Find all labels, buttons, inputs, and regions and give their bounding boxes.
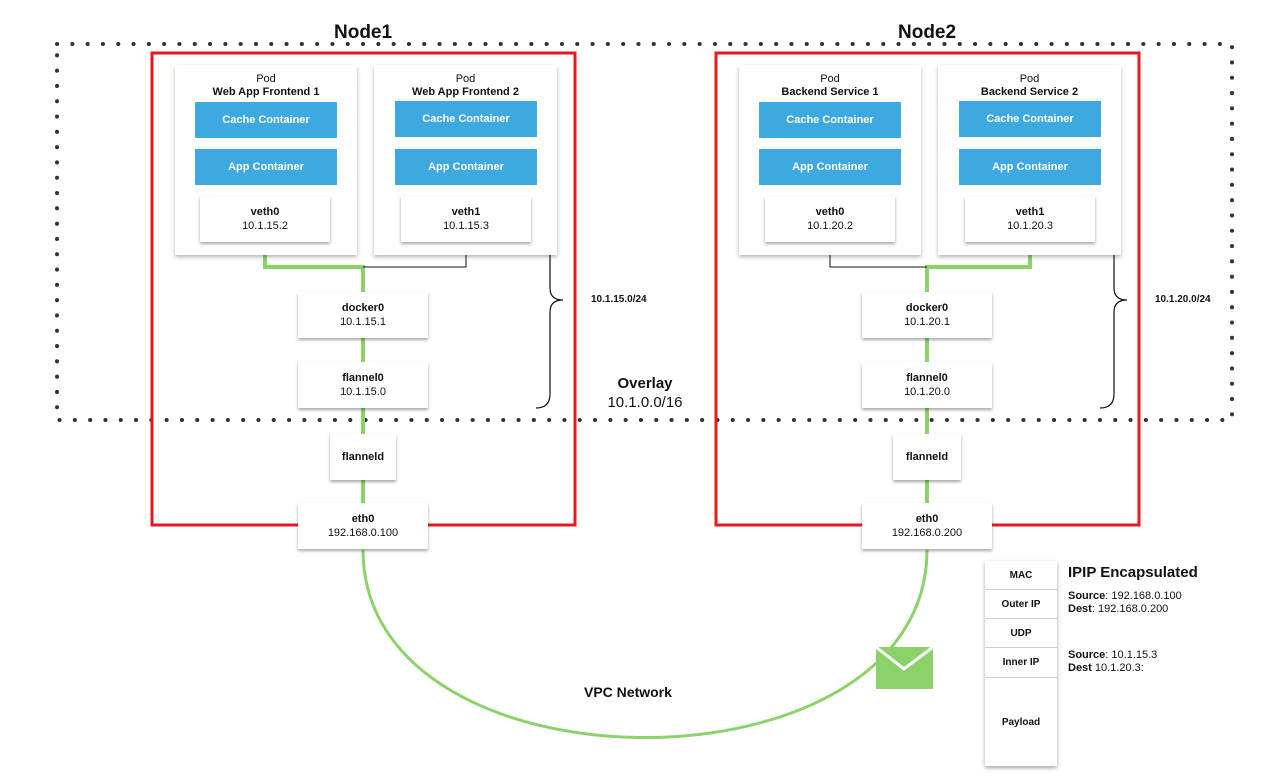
interface-name: flannel0 bbox=[342, 372, 384, 384]
interface-ip: 192.168.0.200 bbox=[891, 527, 963, 539]
packet-layer-mac: MAC bbox=[985, 561, 1057, 590]
veth-interface[interactable]: veth1 10.1.20.3 bbox=[965, 196, 1095, 242]
cache-container[interactable]: Cache Container bbox=[959, 101, 1101, 137]
app-container[interactable]: App Container bbox=[759, 149, 901, 185]
pod-name: Web App Frontend 1 bbox=[212, 86, 320, 98]
node2-flanneld[interactable]: flanneld bbox=[893, 434, 961, 480]
node2-title: Node2 bbox=[898, 22, 957, 43]
interface-ip: 10.1.20.1 bbox=[904, 316, 950, 328]
pod-label: Pod bbox=[820, 73, 840, 85]
envelope-icon bbox=[875, 645, 934, 689]
pod-name: Backend Service 2 bbox=[980, 86, 1079, 98]
veth-name: veth0 bbox=[250, 206, 280, 218]
node2-docker0[interactable]: docker0 10.1.20.1 bbox=[862, 292, 992, 338]
cache-container[interactable]: Cache Container bbox=[759, 102, 901, 138]
veth-interface[interactable]: veth0 10.1.15.2 bbox=[200, 196, 330, 242]
outer-dest-key: Dest bbox=[1068, 603, 1092, 615]
interface-ip: 10.1.15.1 bbox=[340, 316, 386, 328]
node2-subnet-label: 10.1.20.0/24 bbox=[1155, 294, 1211, 305]
inner-dest-value: 10.1.20.3: bbox=[1091, 662, 1144, 674]
vpc-network-label: VPC Network bbox=[584, 684, 672, 700]
pod-name: Web App Frontend 2 bbox=[412, 86, 519, 98]
interface-name: docker0 bbox=[341, 302, 385, 314]
pod-web-app-frontend-2[interactable]: Pod Web App Frontend 2 Cache Container A… bbox=[374, 65, 557, 255]
pod-name: Backend Service 1 bbox=[781, 86, 879, 98]
pod-backend-service-2[interactable]: Pod Backend Service 2 Cache Container Ap… bbox=[938, 65, 1121, 255]
interface-name: eth0 bbox=[915, 513, 939, 525]
veth-ip: 10.1.15.3 bbox=[443, 220, 489, 232]
pod-backend-service-1[interactable]: Pod Backend Service 1 Cache Container Ap… bbox=[739, 65, 921, 255]
veth-ip: 10.1.20.2 bbox=[807, 220, 853, 232]
outer-source-value: : 192.168.0.100 bbox=[1105, 590, 1182, 602]
node1-flannel0[interactable]: flannel0 10.1.15.0 bbox=[298, 362, 428, 408]
packet-layer-payload: Payload bbox=[1001, 716, 1041, 728]
pod-label: Pod bbox=[1019, 73, 1040, 85]
outer-source-key: Source bbox=[1068, 590, 1106, 602]
veth-name: veth1 bbox=[451, 206, 481, 218]
packet-layer-outer-ip: Outer IP bbox=[985, 590, 1057, 619]
packet-layer-inner-ip: Inner IP bbox=[985, 648, 1057, 678]
interface-ip: 10.1.15.0 bbox=[340, 386, 386, 398]
veth-name: veth0 bbox=[815, 206, 845, 218]
packet-layer-udp: UDP bbox=[985, 619, 1057, 648]
overlay-label: Overlay 10.1.0.0/16 bbox=[588, 374, 702, 412]
daemon-name: flanneld bbox=[341, 451, 385, 463]
node1-subnet-label: 10.1.15.0/24 bbox=[591, 294, 647, 305]
interface-ip: 10.1.20.0 bbox=[904, 386, 950, 398]
veth-interface[interactable]: veth0 10.1.20.2 bbox=[765, 196, 895, 242]
cache-container[interactable]: Cache Container bbox=[395, 101, 537, 137]
overlay-title: Overlay bbox=[617, 375, 673, 392]
interface-name: eth0 bbox=[351, 513, 375, 525]
node1-title: Node1 bbox=[334, 22, 393, 43]
interface-name: flannel0 bbox=[906, 372, 948, 384]
overlay-cidr: 10.1.0.0/16 bbox=[607, 394, 683, 411]
interface-name: docker0 bbox=[905, 302, 949, 314]
inner-dest-key: Dest bbox=[1068, 662, 1092, 674]
veth-interface[interactable]: veth1 10.1.15.3 bbox=[401, 196, 531, 242]
overlay-boundary bbox=[55, 42, 1234, 422]
veth-ip: 10.1.15.2 bbox=[242, 220, 288, 232]
node1-eth0[interactable]: eth0 192.168.0.100 bbox=[298, 503, 428, 549]
vpc-network-link bbox=[361, 549, 929, 739]
node1-flanneld[interactable]: flanneld bbox=[330, 434, 396, 480]
daemon-name: flanneld bbox=[905, 451, 949, 463]
outer-ip-details: Source: 192.168.0.100 Dest: 192.168.0.20… bbox=[1068, 590, 1182, 616]
app-container[interactable]: App Container bbox=[959, 149, 1101, 185]
cache-container[interactable]: Cache Container bbox=[195, 102, 337, 138]
interface-ip: 192.168.0.100 bbox=[327, 527, 399, 539]
node1-docker0[interactable]: docker0 10.1.15.1 bbox=[298, 292, 428, 338]
veth-ip: 10.1.20.3 bbox=[1007, 220, 1053, 232]
pod-web-app-frontend-1[interactable]: Pod Web App Frontend 1 Cache Container A… bbox=[175, 65, 357, 255]
packet-layer-stack: MAC Outer IP UDP Inner IP Payload bbox=[985, 561, 1057, 766]
node2-flannel0[interactable]: flannel0 10.1.20.0 bbox=[862, 362, 992, 408]
inner-ip-details: Source: 10.1.15.3 Dest 10.1.20.3: bbox=[1068, 649, 1157, 675]
app-container[interactable]: App Container bbox=[195, 149, 337, 185]
app-container[interactable]: App Container bbox=[395, 149, 537, 185]
veth-name: veth1 bbox=[1015, 206, 1045, 218]
pod-label: Pod bbox=[256, 73, 276, 85]
inner-source-key: Source bbox=[1068, 649, 1106, 661]
pod-label: Pod bbox=[455, 73, 476, 85]
inner-source-value: : 10.1.15.3 bbox=[1105, 649, 1158, 661]
outer-dest-value: : 192.168.0.200 bbox=[1091, 603, 1169, 615]
node2-eth0[interactable]: eth0 192.168.0.200 bbox=[862, 503, 992, 549]
packet-title: IPIP Encapsulated bbox=[1068, 564, 1198, 581]
